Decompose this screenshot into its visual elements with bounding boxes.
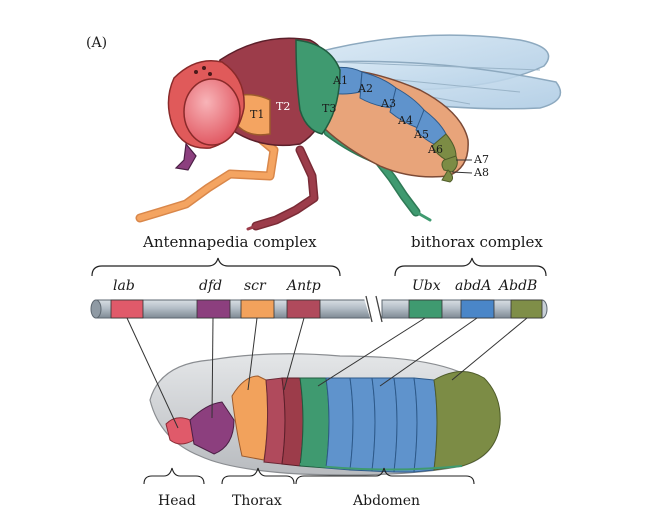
gene-label-abdb: AbdB — [497, 278, 537, 294]
fly-seg-label: T2 — [276, 100, 290, 113]
gene-blocks — [110, 299, 543, 319]
gene-label-dfd: dfd — [199, 278, 222, 294]
fly-seg-label: A8 — [473, 166, 489, 179]
gene-label-ubx: Ubx — [412, 278, 441, 294]
panel-label: (A) — [86, 35, 107, 51]
gene-label-antp: Antp — [285, 278, 321, 294]
fly-seg-label: T3 — [322, 102, 336, 115]
gene-block-abda — [460, 299, 495, 319]
proboscis — [174, 142, 197, 171]
adult-fly: T1 T2 T3 A1 A2 A3 A4 A5 A6 A7 A8 — [135, 34, 562, 231]
gene-block-scr — [240, 299, 275, 319]
fly-seg-label: A4 — [397, 114, 413, 127]
thorax-bracket — [221, 467, 295, 485]
fly-seg-label: A2 — [357, 82, 373, 95]
region-label-head: Head — [158, 493, 196, 509]
fly-seg-label: A6 — [427, 143, 443, 156]
fly-seg-label: A7 — [473, 153, 489, 166]
compound-eye — [183, 78, 241, 146]
leg-t2 — [246, 145, 319, 231]
antennapedia-complex-label: Antennapedia complex — [142, 233, 317, 251]
bithorax-bracket — [394, 257, 547, 277]
gene-label-scr: scr — [244, 278, 267, 294]
abdomen-bracket — [295, 467, 475, 485]
gene-label-lab: lab — [113, 278, 135, 294]
gene-block-abdb — [510, 299, 543, 319]
region-label-thorax: Thorax — [232, 493, 282, 509]
expression-connectors — [126, 317, 528, 429]
fly-seg-label: T1 — [250, 108, 264, 121]
region-label-abdomen: Abdomen — [352, 493, 420, 509]
bithorax-complex-label: bithorax complex — [411, 233, 543, 251]
fly-seg-label: A3 — [380, 97, 396, 110]
fly-seg-label: A1 — [332, 74, 348, 87]
gene-block-dfd — [196, 299, 231, 319]
gene-block-lab — [110, 299, 144, 319]
gene-block-antp — [286, 299, 321, 319]
head-bracket — [143, 467, 205, 485]
embryo — [149, 353, 501, 476]
fly-abdomen — [311, 66, 469, 183]
gene-block-ubx — [408, 299, 443, 319]
gene-label-abda: abdA — [455, 278, 491, 294]
fly-thorax — [215, 37, 341, 147]
fly-seg-label: A5 — [413, 128, 429, 141]
fly-head — [167, 60, 245, 171]
leg-t1 — [135, 125, 279, 223]
antennapedia-bracket — [91, 257, 341, 277]
